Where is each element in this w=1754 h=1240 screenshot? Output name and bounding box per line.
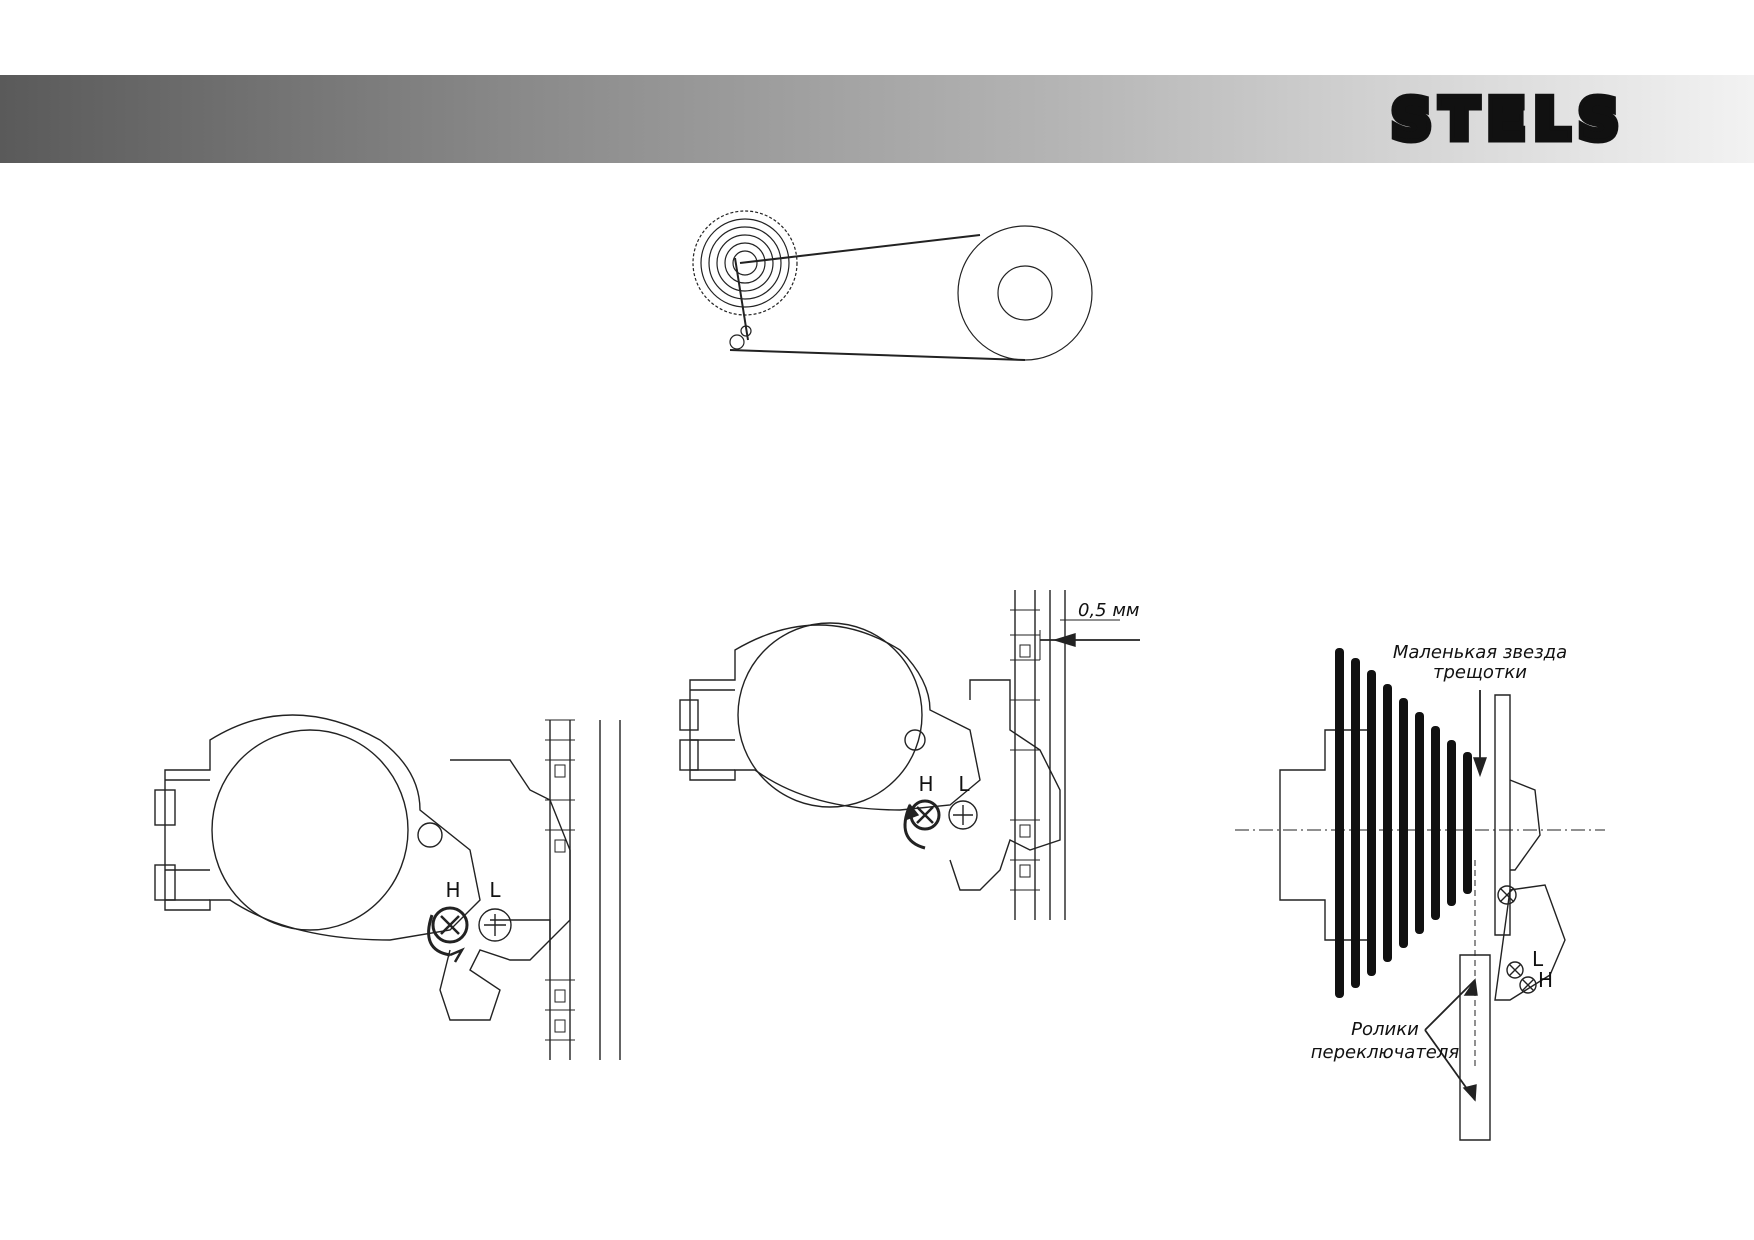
- front-derailleur-left: H L: [154, 714, 621, 1060]
- svg-text:H: H: [1538, 968, 1553, 992]
- svg-text:L: L: [489, 878, 501, 902]
- svg-text:H: H: [918, 772, 933, 796]
- rear-derailleur-diagram: Маленькая звезда трещотки Ролики переклю…: [1235, 642, 1605, 1141]
- svg-text:L: L: [1532, 947, 1544, 971]
- svg-text:0,5 мм: 0,5 мм: [1078, 600, 1140, 621]
- header-bar: [0, 75, 1754, 163]
- chain-path-diagram: [692, 210, 1093, 361]
- svg-text:L: L: [958, 772, 970, 796]
- svg-text:STELS: STELS: [1392, 92, 1628, 148]
- svg-text:Маленькая звезда: Маленькая звезда: [1393, 642, 1567, 663]
- stels-logo: STELS STELS: [1388, 92, 1628, 148]
- svg-text:STELS: STELS: [1392, 92, 1628, 148]
- svg-text:трещотки: трещотки: [1433, 662, 1527, 683]
- svg-text:переключателя: переключателя: [1311, 1042, 1460, 1063]
- svg-text:Ролики: Ролики: [1351, 1019, 1419, 1040]
- svg-text:H: H: [445, 878, 460, 902]
- front-derailleur-center: 0,5 мм H L: [679, 590, 1140, 920]
- cassette-sprockets: [1335, 648, 1472, 998]
